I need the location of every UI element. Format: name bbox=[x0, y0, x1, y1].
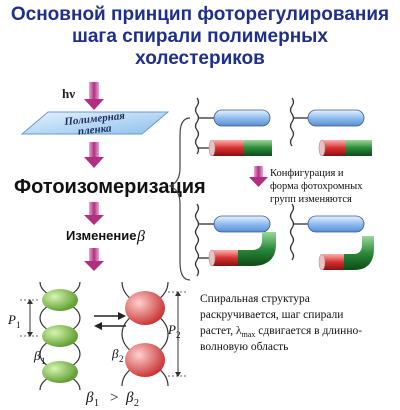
ineq-left-sub: 1 bbox=[94, 398, 99, 409]
p2-label: P bbox=[167, 322, 176, 337]
ineq-op: > bbox=[110, 390, 118, 406]
green-rod bbox=[346, 140, 372, 156]
arrow-down-icon bbox=[84, 82, 104, 110]
desc-line-3: растет, λmax сдвигается в длинно- bbox=[200, 325, 362, 339]
red-rod bbox=[212, 140, 244, 156]
helix-left bbox=[20, 281, 81, 391]
desc-line-2: раскручивается, шаг спирали bbox=[200, 309, 343, 321]
p2-sub: 2 bbox=[176, 330, 181, 340]
config-note-3: групп изменяются bbox=[270, 194, 352, 205]
green-bent-rod bbox=[344, 236, 374, 270]
config-note-1: Конфигурация и bbox=[270, 168, 344, 179]
molecule-group-bottom-right bbox=[289, 203, 374, 271]
arrow-down-icon bbox=[84, 202, 104, 225]
title-line-1: Основной принцип фоторегулирования bbox=[10, 4, 390, 25]
config-note-2: форма фотохромных bbox=[270, 181, 363, 192]
p1-sub: 1 bbox=[16, 320, 21, 330]
beta1-label: β bbox=[33, 348, 41, 363]
red-rod bbox=[322, 254, 344, 270]
change-label: Изменение bbox=[66, 228, 136, 243]
beta2-label: β bbox=[111, 346, 119, 361]
title-line-3: холестериков bbox=[135, 48, 265, 69]
molecule-group-top-right bbox=[289, 97, 372, 157]
group-brace bbox=[168, 117, 191, 281]
beta-symbol: β bbox=[136, 228, 145, 245]
ineq-left: β bbox=[85, 390, 94, 406]
equilibrium-arrows-icon bbox=[94, 312, 126, 330]
ineq-right-sub: 2 bbox=[134, 398, 139, 409]
blue-rod bbox=[213, 215, 271, 233]
hv-label: hν bbox=[62, 86, 75, 101]
polymer-film: Полимерная пленка bbox=[20, 110, 170, 138]
green-rod bbox=[244, 140, 272, 156]
description-text: Спиральная структура раскручивается, шаг… bbox=[200, 293, 362, 353]
title-line-2: шага спирали полимерных bbox=[72, 26, 328, 47]
ineq-right: β bbox=[125, 390, 134, 406]
beta1-sub: 1 bbox=[41, 356, 46, 366]
beta2-sub: 2 bbox=[119, 354, 124, 364]
p1-label: P bbox=[7, 312, 16, 327]
blue-rod bbox=[213, 109, 271, 127]
red-rod bbox=[212, 250, 238, 266]
arrow-down-icon bbox=[84, 248, 104, 271]
helix-right bbox=[121, 281, 186, 387]
photoisomerization-label: Фотоизомеризация bbox=[14, 176, 206, 198]
desc-line-1: Спиральная структура bbox=[200, 293, 310, 305]
blue-rod bbox=[307, 215, 365, 233]
desc-line-4: волновую область bbox=[200, 341, 288, 353]
molecule-group-bottom-left bbox=[194, 203, 276, 277]
page-title: Основной принцип фоторегулирования шага … bbox=[0, 4, 400, 70]
blue-rod bbox=[307, 109, 365, 127]
green-bent-rod bbox=[238, 232, 276, 266]
arrow-down-icon bbox=[84, 142, 104, 168]
beta-inequality: β 1 > β 2 bbox=[85, 390, 139, 409]
film-label-2: пленка bbox=[77, 122, 112, 137]
molecule-group-top-left bbox=[194, 97, 272, 157]
arrow-down-icon bbox=[249, 166, 268, 187]
red-rod bbox=[322, 140, 346, 156]
